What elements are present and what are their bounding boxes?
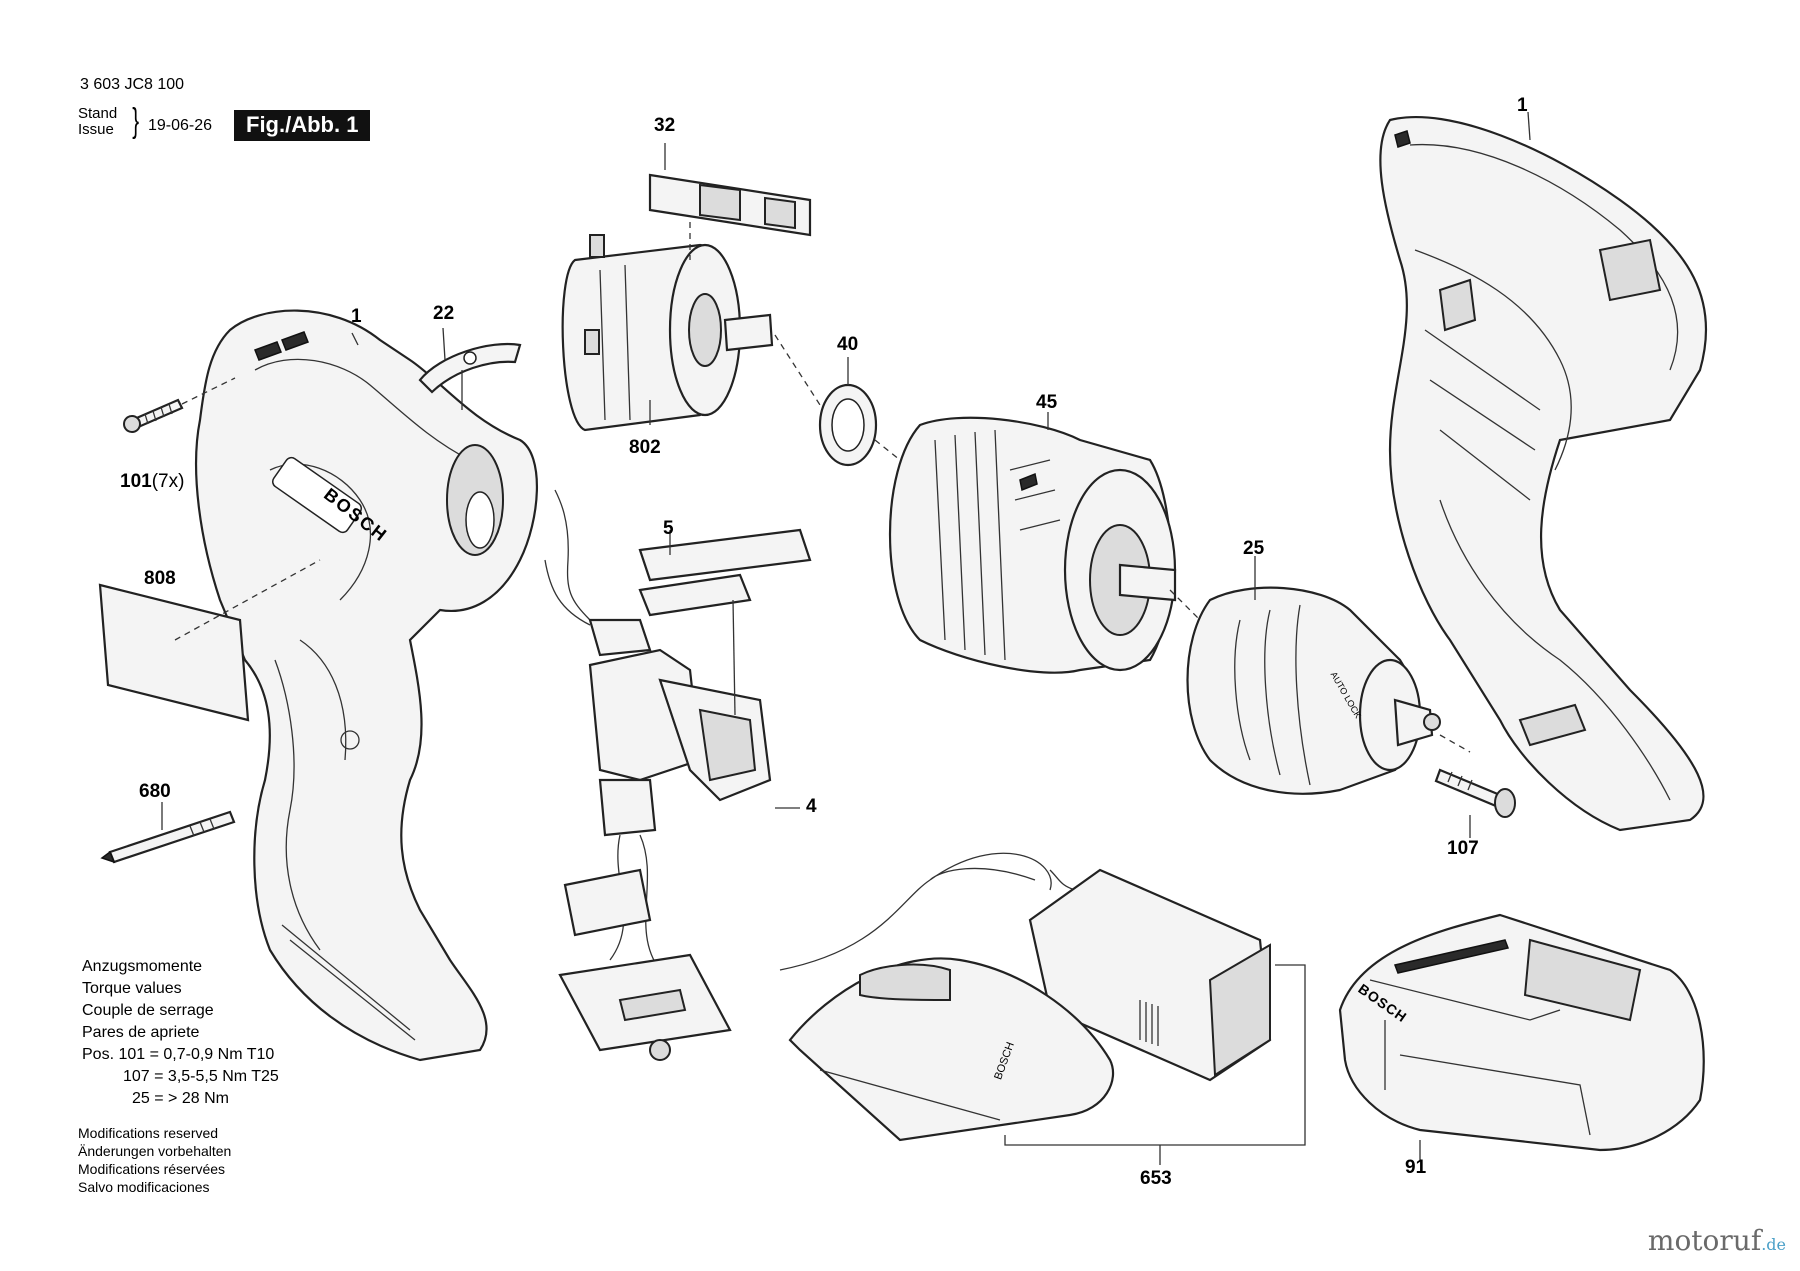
callout-808: 808 [144,568,176,589]
screw-107-part [1434,768,1516,818]
document-number: 3 603 JC8 100 [80,76,185,93]
torque-line: Torque values [82,980,182,997]
charger-part [779,852,1272,1142]
figure-badge: Fig./Abb. 1 [234,110,371,141]
torque-line: Couple de serrage [82,1002,214,1019]
brush-holder-part [648,173,812,237]
battery-part [1338,913,1705,1152]
callout-802: 802 [629,437,661,458]
callout-1-left: 1 [351,306,362,327]
torque-line: Anzugsmomente [82,958,203,975]
callout-101: 101(7x) [120,471,184,493]
callout-1-right: 1 [1517,95,1528,116]
watermark-tld: .de [1761,1235,1786,1254]
gearbox-part [888,416,1177,674]
housing-left-part [194,309,538,1062]
stand-label: Stand [78,105,118,122]
modifications-line: Salvo modificaciones [78,1179,210,1195]
stand-issue-label: Stand Issue [78,106,117,138]
torque-line: Pares de apriete [82,1024,200,1041]
chuck-part [1186,586,1441,795]
torque-values-block: Anzugsmomente Torque values Couple de se… [82,956,279,1110]
screwdriver-bit-part [100,810,236,864]
modifications-line: Modifications réservées [78,1161,226,1177]
callout-4: 4 [806,796,817,817]
issue-date: 19-06-26 [148,117,213,134]
callout-5: 5 [663,518,674,539]
modifications-note: Modifications reserved Änderungen vorbeh… [78,1124,231,1196]
callout-653: 653 [1140,1168,1172,1189]
callout-45: 45 [1036,392,1058,413]
modifications-line: Modifications reserved [78,1125,219,1141]
callout-680: 680 [139,781,171,802]
callout-25: 25 [1243,538,1265,559]
switch-part [544,489,772,1061]
issue-label: Issue [78,121,114,138]
badge-plate-part [418,343,522,394]
callout-101-quantity: (7x) [151,471,185,492]
motor-part [561,234,774,432]
callout-101-number: 101 [120,471,152,492]
brace-glyph: } [132,102,140,140]
label-sticker-part [98,583,250,722]
callout-40: 40 [837,334,859,355]
ring-part [818,383,878,467]
watermark-name: motoruf [1647,1224,1762,1257]
housing-right-part [1379,116,1708,832]
modifications-line: Änderungen vorbehalten [78,1143,232,1159]
watermark-logo[interactable]: motoruf.de [1648,1224,1786,1257]
callout-32: 32 [654,115,676,136]
torque-line: Pos. 101 = 0,7-0,9 Nm T10 [82,1046,275,1063]
screw-101-part [123,398,184,433]
trigger-cover-part [638,528,812,617]
torque-line: 25 = > 28 Nm [132,1090,229,1107]
callout-107: 107 [1447,838,1479,859]
torque-line: 107 = 3,5-5,5 Nm T25 [123,1068,279,1085]
callout-91: 91 [1405,1157,1427,1178]
callout-22: 22 [433,303,455,324]
